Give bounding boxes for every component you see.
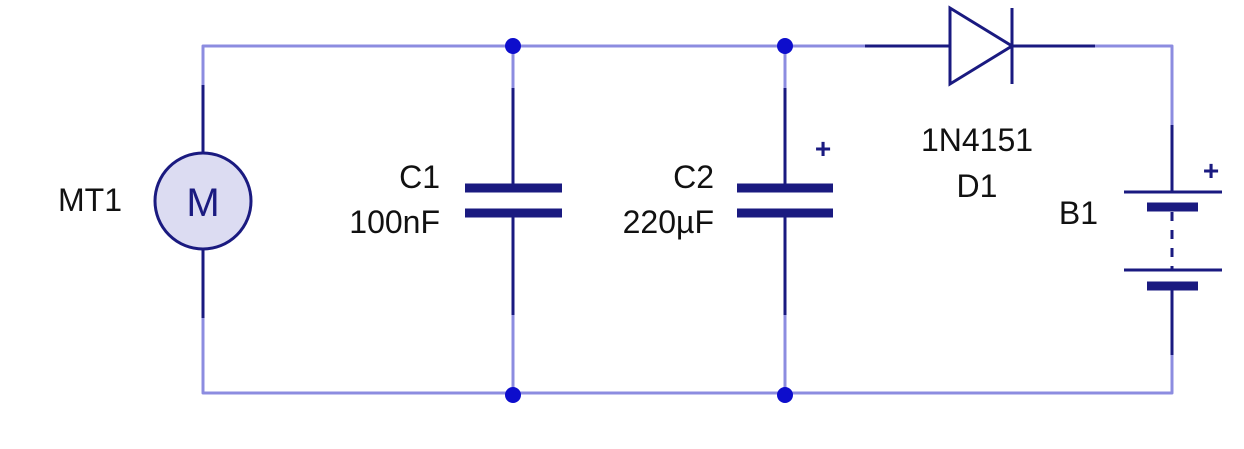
- wire-top-right: [1093, 44, 1174, 127]
- d1-ref-label: D1: [957, 168, 998, 204]
- b1-polarity-mark: +: [1203, 155, 1219, 186]
- wire-bottom: [201, 316, 1174, 395]
- capacitor-c1: C1 100nF: [349, 88, 562, 315]
- battery-b1: + B1: [1059, 125, 1222, 355]
- c1-ref-label: C1: [399, 159, 440, 195]
- motor-symbol-circle: [153, 151, 253, 251]
- junction-dot: [777, 38, 793, 54]
- wire-top-left: [201, 44, 867, 87]
- d1-part-label: 1N4151: [921, 122, 1033, 158]
- motor-symbol-letter: M: [186, 181, 219, 225]
- junction-dot: [505, 387, 521, 403]
- junction-dot: [505, 38, 521, 54]
- c2-ref-label: C2: [673, 159, 714, 195]
- motor-mt1: M MT1: [58, 85, 253, 318]
- c2-polarity-mark: +: [815, 133, 831, 164]
- c2-value-label: 220µF: [623, 204, 714, 240]
- junction-dot: [777, 387, 793, 403]
- motor-ref-label: MT1: [58, 182, 122, 218]
- diode-d1: 1N4151 D1: [865, 5, 1095, 204]
- c1-value-label: 100nF: [349, 204, 440, 240]
- b1-ref-label: B1: [1059, 195, 1098, 231]
- capacitor-c2: + C2 220µF: [623, 88, 833, 315]
- d1-triangle: [948, 5, 1015, 87]
- junctions: [505, 38, 793, 403]
